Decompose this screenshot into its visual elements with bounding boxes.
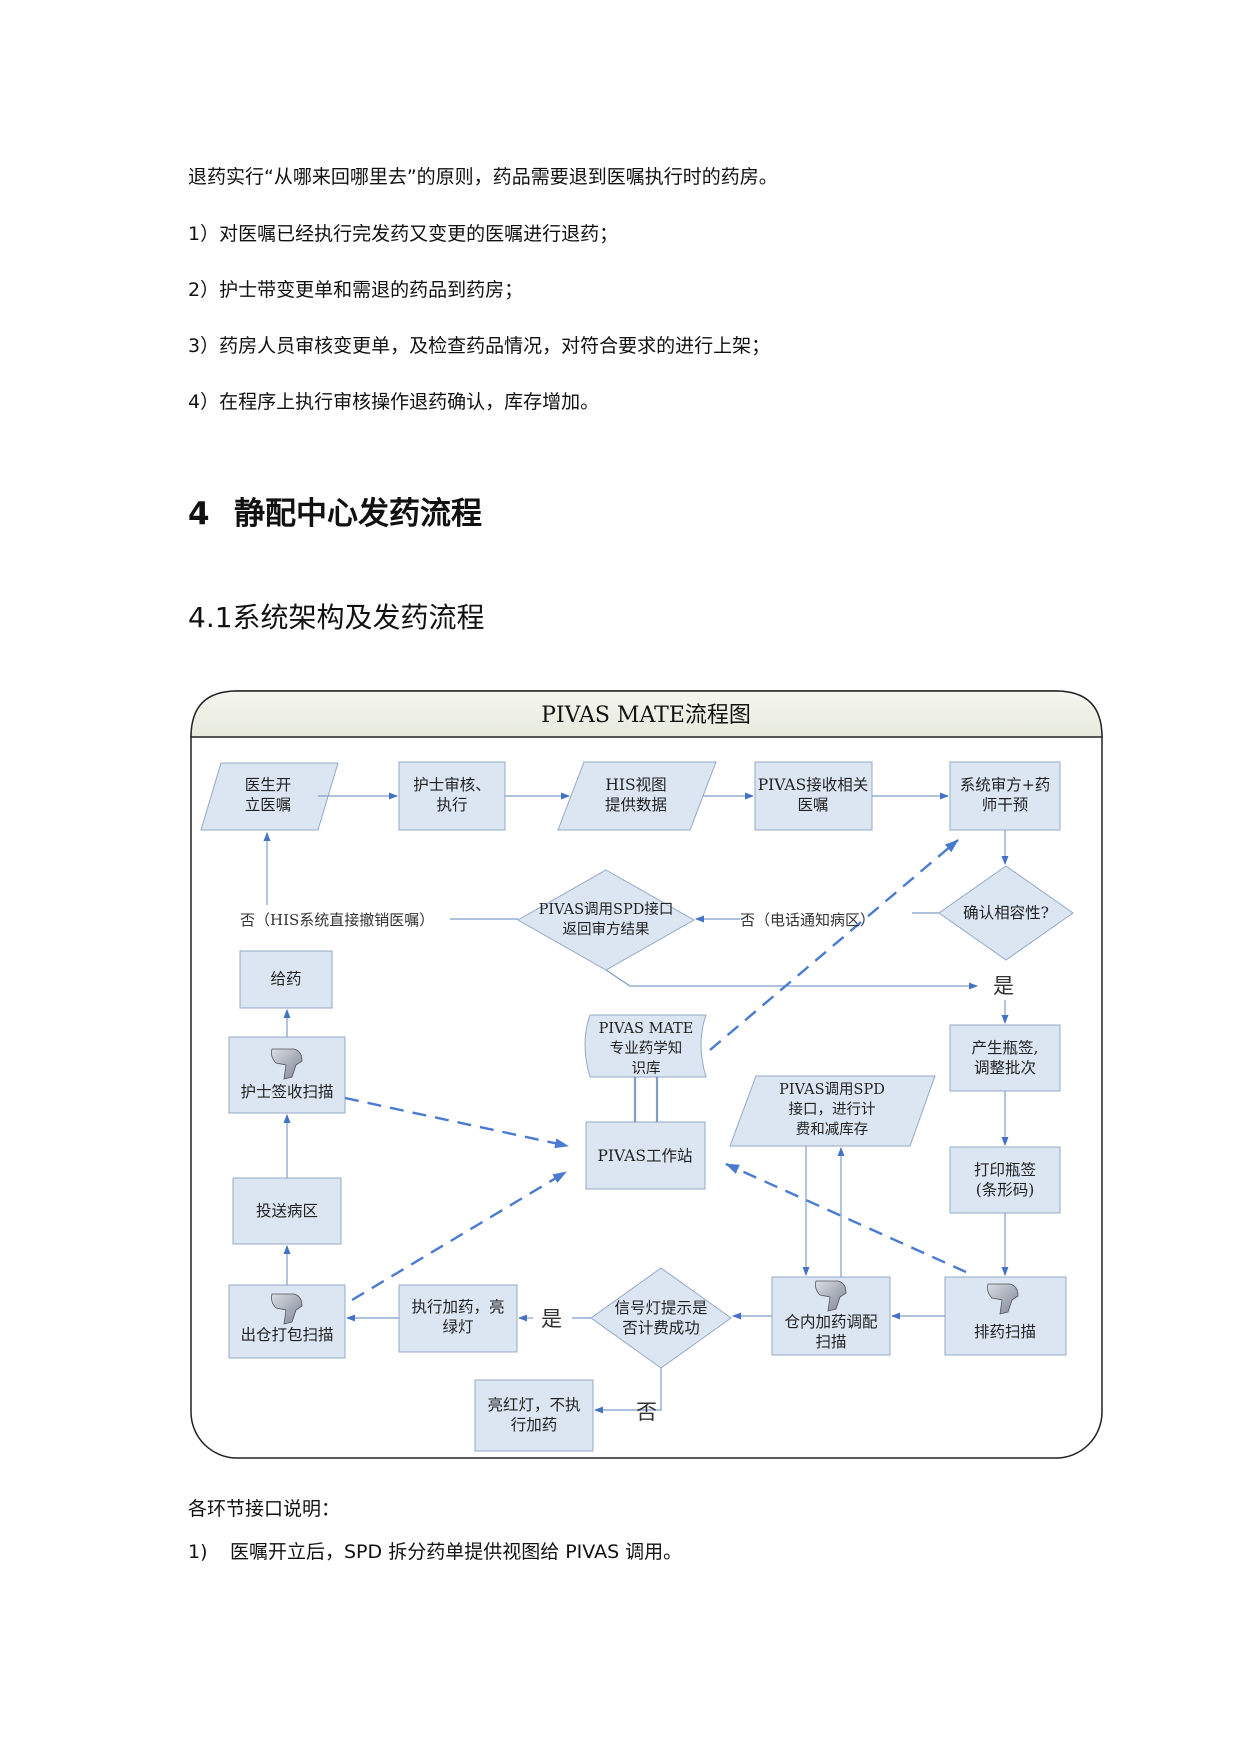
node-label: PIVAS工作站 [597, 1147, 692, 1165]
node-label: 执行 [436, 796, 467, 814]
node-label: 出仓打包扫描 [240, 1326, 333, 1344]
footer-heading: 各环节接口说明： [188, 1498, 341, 1520]
node-label: PIVAS调用SPD [779, 1081, 885, 1098]
diagram-title: PIVAS MATE流程图 [541, 703, 751, 728]
node-label: 接口，进行计 [789, 1101, 876, 1118]
node-label: 仓内加药调配 [784, 1313, 877, 1331]
node-label: HIS视图 [605, 776, 666, 794]
step-number: 2） [188, 279, 220, 301]
node-label: 护士审核、 [413, 776, 491, 794]
title-band [190, 690, 1103, 738]
dashed-arrow [351, 1170, 567, 1302]
footer-item-number: 1) [188, 1541, 208, 1563]
node-label: 系统审方+药 [960, 776, 1051, 794]
dashed-arrow [725, 1162, 967, 1274]
node-label: 提供数据 [605, 796, 667, 814]
yes-label: 是 [541, 1307, 562, 1331]
no-label: 否 [636, 1400, 657, 1424]
step-number: 4） [188, 391, 220, 413]
red-light-node [474, 1379, 594, 1452]
step-text: 在程序上执行审核操作退药确认，库存增加。 [219, 391, 600, 413]
node-label: 调整批次 [974, 1059, 1036, 1077]
step-2: 2）护士带变更单和需退的药品到药房； [188, 278, 523, 302]
node-label: PIVAS MATE [599, 1021, 694, 1037]
node-label: 信号灯提示是 [614, 1299, 707, 1317]
node-label: 产生瓶签, [972, 1039, 1039, 1057]
scanner-icon [815, 1280, 847, 1312]
system-review-node [949, 761, 1061, 831]
yes-label: 是 [993, 974, 1014, 998]
footer-item: 1) 医嘱开立后，SPD 拆分药单提供视图给 PIVAS 调用。 [188, 1540, 682, 1564]
exec-green-node [398, 1284, 518, 1353]
node-label: PIVAS调用SPD接口 [539, 901, 674, 918]
node-label: 确认相容性? [963, 904, 1049, 922]
label-node [949, 1024, 1061, 1092]
node-label: 医生开 [245, 776, 292, 794]
node-label: 扫描 [815, 1333, 846, 1351]
nurse-review-node [398, 761, 506, 831]
line [626, 1368, 662, 1411]
node-label: 投送病区 [256, 1202, 318, 1220]
dashed-arrow [709, 839, 959, 1051]
give-drug-node [239, 950, 333, 1009]
step-3: 3）药房人员审核变更单，及检查药品情况，对符合要求的进行上架； [188, 334, 770, 358]
arrow [605, 969, 978, 990]
node-label: 给药 [270, 970, 301, 988]
print-label-node [949, 1146, 1061, 1214]
node-label: 立医嘱 [245, 796, 292, 814]
no-his-label: 否（HIS系统直接撤销医嘱） [240, 911, 434, 929]
section-number: 4 [188, 496, 210, 532]
intro-paragraph: 退药实行“从哪来回哪里去”的原则，药品需要退到医嘱执行时的药房。 [188, 166, 778, 188]
subsection-number: 4.1 [188, 601, 233, 634]
confirm-node [938, 865, 1074, 961]
step-number: 1） [188, 223, 220, 245]
node-label: 打印瓶签 [974, 1161, 1036, 1179]
node-label: (条形码) [976, 1181, 1035, 1199]
footer-item-text: 医嘱开立后，SPD 拆分药单提供视图给 PIVAS 调用。 [230, 1541, 683, 1563]
node-label: 排药扫描 [974, 1323, 1036, 1341]
step-text: 药房人员审核变更单，及检查药品情况，对符合要求的进行上架； [219, 335, 771, 357]
node-label: 执行加药，亮 [411, 1298, 504, 1316]
knowledge-node [584, 1014, 707, 1078]
node-label: 护士签收扫描 [240, 1083, 333, 1101]
node-label: 医嘱 [797, 796, 828, 814]
node-label: 返回审方结果 [563, 921, 650, 938]
scanner-icon [271, 1293, 303, 1325]
scanner-icon [271, 1048, 303, 1080]
section-heading: 4 静配中心发药流程 [188, 488, 482, 533]
doctor-node [200, 762, 339, 831]
subsection-title: 系统架构及发药流程 [232, 601, 485, 634]
step-1: 1）对医嘱已经执行完发药又变更的医嘱进行退药； [188, 222, 618, 246]
dashed-arrow [344, 1096, 569, 1149]
node-label: 否计费成功 [622, 1319, 700, 1337]
pivas-receive-node [754, 761, 873, 831]
node-label: 绿灯 [442, 1318, 473, 1336]
his-view-node [557, 761, 717, 831]
node-label: 费和减库存 [796, 1121, 869, 1138]
step-4: 4）在程序上执行审核操作退药确认，库存增加。 [188, 390, 599, 414]
scanner-icon [987, 1283, 1019, 1315]
node-label: 识库 [632, 1060, 661, 1077]
node-label: 专业药学知 [610, 1040, 683, 1057]
step-text: 对医嘱已经执行完发药又变更的医嘱进行退药； [219, 223, 619, 245]
deliver-node [232, 1177, 342, 1245]
node-label: 行加药 [511, 1416, 558, 1434]
subsection-heading: 4.1系统架构及发药流程 [188, 596, 485, 636]
step-text: 护士带变更单和需退的药品到药房； [219, 279, 524, 301]
no-phone-label: 否（电话通知病区） [740, 911, 875, 929]
node-label: 师干预 [982, 796, 1029, 814]
node-label: PIVAS接收相关 [758, 776, 869, 794]
spd-billing-node [729, 1075, 936, 1147]
section-title: 静配中心发药流程 [234, 496, 482, 532]
step-number: 3） [188, 335, 220, 357]
workstation-node [585, 1121, 706, 1190]
node-label: 亮红灯，不执 [487, 1396, 580, 1414]
